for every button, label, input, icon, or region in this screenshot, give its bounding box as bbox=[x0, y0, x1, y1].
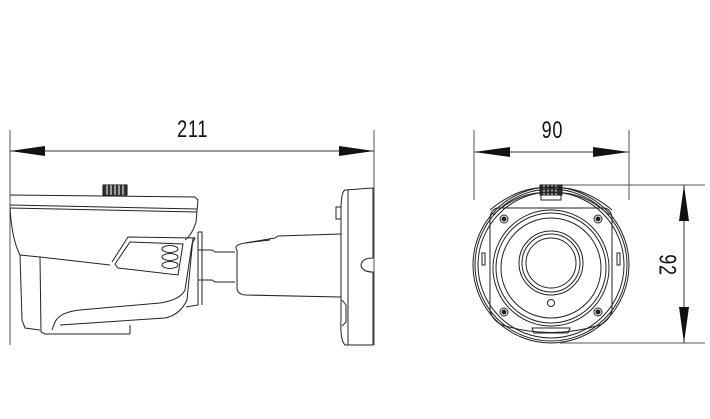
camera-front-view bbox=[472, 184, 630, 344]
camera-side-view bbox=[9, 184, 374, 346]
front-height-dimension bbox=[560, 184, 705, 344]
side-length-label: 211 bbox=[177, 116, 209, 143]
front-width-label: 90 bbox=[541, 117, 564, 144]
front-height-label: 92 bbox=[653, 254, 681, 276]
adjustment-knob-icon bbox=[102, 184, 128, 196]
front-width-dimension bbox=[473, 130, 630, 200]
side-length-dimension bbox=[9, 130, 375, 345]
